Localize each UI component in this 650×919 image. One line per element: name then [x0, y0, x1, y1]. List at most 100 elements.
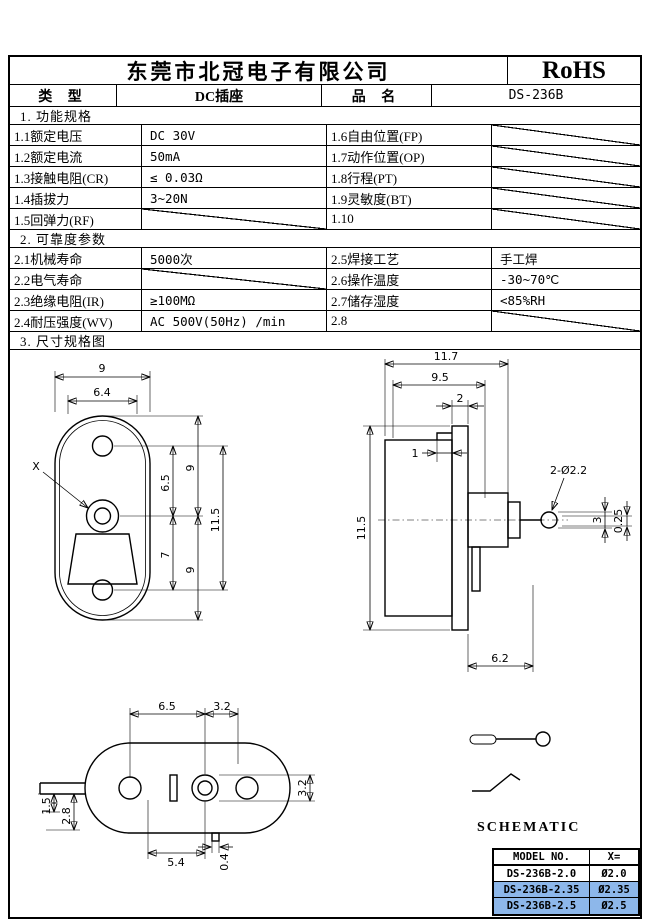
spec-label: 1.9灵敏度(BT) [327, 188, 492, 208]
section1-title: 1. 功能规格 [10, 107, 640, 125]
model-no: DS-236B-2.0 [494, 866, 590, 881]
dim-front-a: 6.5 [159, 474, 172, 492]
spec-label: 2.1机械寿命 [10, 248, 142, 268]
dim-front-e: 11.5 [209, 508, 222, 533]
spec-label: 2.8 [327, 311, 492, 331]
spec-label: 1.6自由位置(FP) [327, 125, 492, 145]
schematic-symbols: SCHEMATIC [469, 731, 580, 835]
spec-row: 1.5回弹力(RF) 1.10 [10, 209, 640, 230]
side-view: 11.7 9.5 2 1 11.5 2-Ø2.2 3 0.25 6.2 [355, 350, 632, 672]
dim-bottom-r1: 3.2 [296, 779, 309, 797]
spec-label: 1.5回弹力(RF) [10, 209, 142, 229]
dimension-drawings: 9 6.4 X 6.5 7 9 9 11.5 [32, 350, 632, 871]
dim-front-d: 9 [184, 567, 197, 574]
company-title: 东莞市北冠电子有限公司 [10, 57, 508, 84]
document-frame: 东莞市北冠电子有限公司 RoHS 类 型 DC插座 品 名 DS-236B 1.… [8, 55, 642, 919]
section2-title: 2. 可靠度参数 [10, 230, 640, 248]
spring-contact-symbol [472, 773, 521, 792]
header-row: 东莞市北冠电子有限公司 RoHS [10, 57, 640, 85]
spec-label: 1.4插拔力 [10, 188, 142, 208]
section3-title: 3. 尺寸规格图 [10, 332, 640, 350]
model-no: DS-236B-2.5 [494, 898, 590, 914]
pin-terminal-symbol [535, 731, 551, 747]
spec-value: ≥100MΩ [142, 290, 327, 310]
dim-side-pin: 3 [591, 517, 604, 524]
spec-label: 2.6操作温度 [327, 269, 492, 289]
dim-side-tip: 0.25 [612, 509, 625, 534]
model-no: DS-236B-2.35 [494, 882, 590, 897]
bottom-view: 6.5 3.2 5.4 0.4 1.5 2.8 3.2 [38, 700, 315, 871]
model-table: MODEL NO. X= DS-236B-2.0 Ø2.0 DS-236B-2.… [492, 848, 640, 916]
spec-label: 1.2额定电流 [10, 146, 142, 166]
dim-bottom-t1: 6.5 [158, 700, 176, 713]
name-value: DS-236B [508, 88, 564, 103]
model-row-highlighted: DS-236B-2.35 Ø2.35 [494, 882, 638, 898]
spec-value-empty [492, 167, 640, 187]
info-row: 类 型 DC插座 品 名 DS-236B [10, 85, 640, 107]
spec-value: 3~20N [142, 188, 327, 208]
spec-value-empty [492, 125, 640, 145]
spec-value: 手工焊 [500, 251, 538, 267]
spec-label: 1.10 [327, 209, 492, 229]
spec-label: 2.2电气寿命 [10, 269, 142, 289]
spec-value: 50mA [142, 146, 327, 166]
spec-row: 1.1额定电压 DC 30V 1.6自由位置(FP) [10, 125, 640, 146]
spec-value: DC 30V [142, 125, 327, 145]
spec-label: 2.5焊接工艺 [327, 248, 492, 268]
spec-row: 2.3绝缘电阻(IR) ≥100MΩ 2.7储存湿度 <85%RH [10, 290, 640, 311]
spec-row: 1.4插拔力 3~20N 1.9灵敏度(BT) [10, 188, 640, 209]
rohs-badge: RoHS [542, 57, 606, 84]
spec-value: AC 500V(50Hz) /min [142, 311, 327, 331]
model-col-header: MODEL NO. [494, 850, 590, 864]
name-label: 品 名 [322, 85, 432, 106]
model-row-highlighted: DS-236B-2.5 Ø2.5 [494, 898, 638, 914]
dim-side-step: 1 [412, 447, 419, 460]
x-col-header: X= [607, 851, 621, 863]
dim-front-width: 9 [99, 362, 106, 375]
spec-value-empty [142, 269, 327, 289]
spec-label: 1.7动作位置(OP) [327, 146, 492, 166]
spec-row: 1.3接触电阻(CR) ≤ 0.03Ω 1.8行程(PT) [10, 167, 640, 188]
spec-label: 2.7储存湿度 [327, 290, 492, 310]
dim-bottom-tab: 0.4 [218, 853, 231, 871]
model-row: DS-236B-2.0 Ø2.0 [494, 866, 638, 882]
type-label: 类 型 [10, 85, 117, 106]
x-mark-label: X [32, 460, 40, 473]
x-value: Ø2.5 [601, 900, 627, 912]
dim-side-total-depth: 11.7 [434, 350, 459, 363]
x-value: Ø2.0 [601, 867, 627, 880]
dim-front-c: 7 [159, 552, 172, 559]
dim-side-height: 11.5 [355, 516, 368, 541]
dim-bottom-b1: 5.4 [167, 856, 185, 869]
spec-label: 2.3绝缘电阻(IR) [10, 290, 142, 310]
spec-value: 5000次 [142, 248, 327, 268]
dim-side-depth2: 9.5 [431, 371, 449, 384]
dimension-drawing-area: 9 6.4 X 6.5 7 9 9 11.5 [10, 350, 640, 917]
spec-row: 2.4耐压强度(WV) AC 500V(50Hz) /min 2.8 [10, 311, 640, 332]
spec-row: 2.1机械寿命 5000次 2.5焊接工艺 手工焊 [10, 248, 640, 269]
spec-value-empty [492, 188, 640, 208]
pin-diameter-note: 2-Ø2.2 [550, 464, 587, 477]
dim-bottom-t2: 3.2 [213, 700, 231, 713]
x-value: Ø2.35 [598, 883, 630, 896]
spec-value-empty [492, 146, 640, 166]
dim-bottom-l1: 1.5 [40, 797, 53, 815]
spec-row: 2.2电气寿命 2.6操作温度 -30~70℃ [10, 269, 640, 290]
dim-side-flange: 2 [457, 392, 464, 405]
type-value: DC插座 [117, 85, 322, 106]
spec-row: 1.2额定电流 50mA 1.7动作位置(OP) [10, 146, 640, 167]
dim-front-inner-width: 6.4 [93, 386, 111, 399]
dim-bottom-l2: 2.8 [60, 807, 73, 825]
front-view: 9 6.4 X 6.5 7 9 9 11.5 [32, 362, 228, 621]
spec-value: -30~70℃ [500, 271, 560, 287]
spec-value: <85%RH [500, 292, 546, 308]
dim-front-b: 9 [184, 465, 197, 472]
spec-label: 1.8行程(PT) [327, 167, 492, 187]
model-table-header: MODEL NO. X= [494, 850, 638, 866]
spec-value: ≤ 0.03Ω [142, 167, 327, 187]
schematic-label: SCHEMATIC [477, 820, 580, 835]
spec-value-empty [492, 209, 640, 229]
spec-label: 2.4耐压强度(WV) [10, 311, 142, 331]
center-pin-symbol [469, 734, 497, 745]
